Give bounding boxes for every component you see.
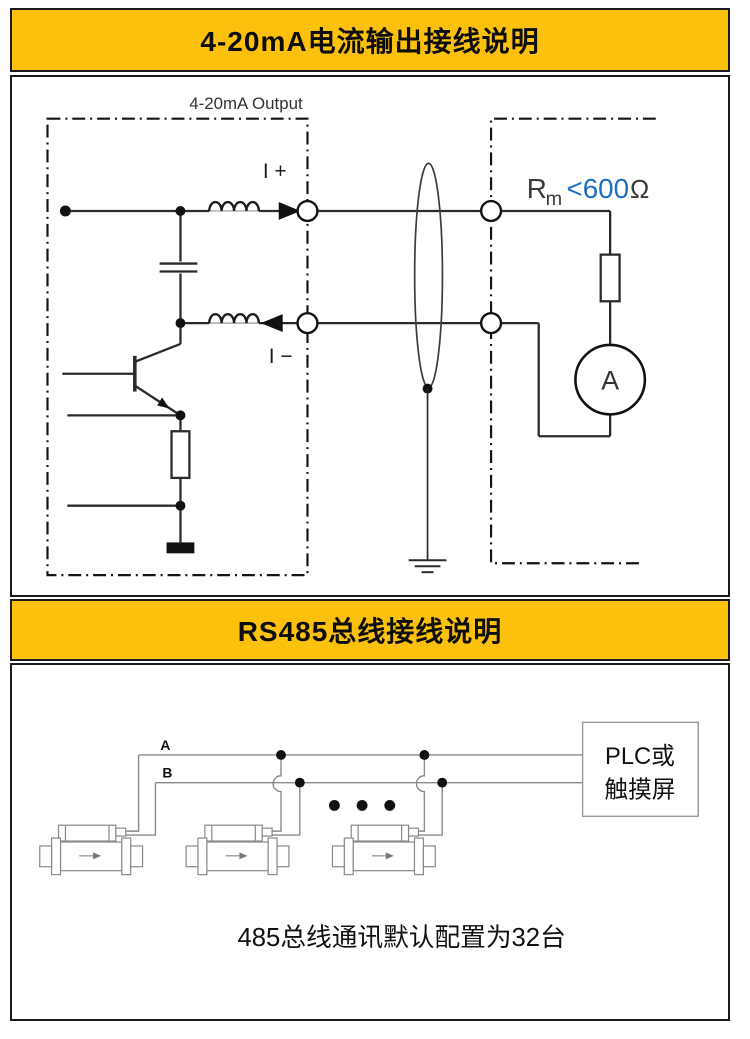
bus-junction-dots (276, 750, 448, 788)
junction-dots (59, 205, 186, 511)
rs485-bus-diagram: A B (39, 721, 699, 952)
panel1-body: 4-20mA Output (10, 75, 730, 597)
svg-text:m: m (546, 188, 563, 210)
chassis-ground-icon (166, 542, 195, 554)
arrow-left-icon (260, 314, 283, 333)
panel1-header: 4-20mA电流输出接线说明 (10, 8, 730, 72)
plc-label-line1: PLC或 (605, 743, 675, 770)
panel1-title: 4-20mA电流输出接线说明 (200, 26, 540, 57)
ammeter-label: A (601, 366, 619, 396)
terminal-plus-label: I + (263, 160, 287, 183)
flow-meter-device (331, 824, 436, 876)
ammeter-icon (574, 343, 647, 416)
rm-label: R m <600 Ω (527, 173, 649, 210)
bus-caption: 485总线通讯默认配置为32台 (237, 923, 565, 952)
current-output-circuit-diagram: 4-20mA Output (46, 94, 656, 577)
receiver-boundary-box (489, 117, 656, 565)
svg-text:<600: <600 (566, 173, 629, 204)
panel2-title: RS485总线接线说明 (237, 616, 503, 647)
plc-label-line2: 触摸屏 (604, 777, 675, 804)
cable-shield-icon (413, 162, 444, 389)
ellipsis-dots (328, 799, 396, 811)
terminal-circles (296, 199, 503, 335)
instruction-sheet: 4-20mA电流输出接线说明 4-20mA Output (10, 8, 730, 1021)
plc-box (581, 721, 699, 817)
earth-ground-icon (408, 559, 447, 574)
terminal-minus-label: I − (269, 345, 293, 368)
arrow-right-icon (278, 202, 301, 220)
diagram-label: 4-20mA Output (189, 94, 303, 113)
svg-text:R: R (527, 173, 547, 204)
svg-text:Ω: Ω (630, 176, 649, 204)
panel2-body: A B (10, 663, 730, 1021)
emitter-arrow-icon (157, 397, 170, 409)
bus-lines (125, 754, 583, 836)
flow-meter-device (185, 824, 290, 876)
panel2-header: RS485总线接线说明 (10, 599, 730, 661)
inductor-icon (208, 312, 261, 324)
inductor-icon (208, 200, 261, 212)
line-b-label: B (162, 765, 172, 781)
line-a-label: A (160, 737, 170, 753)
wires (62, 209, 621, 543)
transmitter-boundary-box (46, 117, 309, 577)
